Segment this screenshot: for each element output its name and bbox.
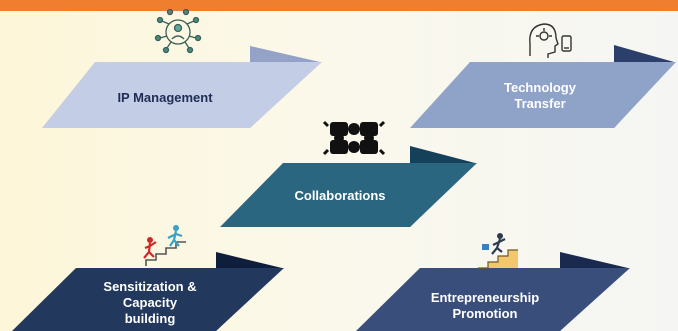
label-collaborations: Collaborations xyxy=(265,188,415,204)
arrow-collaborations xyxy=(220,146,477,227)
arrow-body-technology-transfer xyxy=(410,62,676,128)
label-sensitization: Sensitization & Capacity building xyxy=(70,279,230,327)
arrow-entrepreneurship xyxy=(356,252,630,331)
arrow-body-entrepreneurship xyxy=(356,268,630,331)
arrow-sensitization xyxy=(12,252,284,331)
arrow-body-collaborations xyxy=(220,163,477,227)
label-line: Sensitization & xyxy=(103,279,197,294)
arrow-body-sensitization xyxy=(12,268,284,331)
climbing-people-icon xyxy=(143,225,186,266)
stairs-runner-icon xyxy=(478,233,518,269)
label-line: Transfer xyxy=(514,96,566,111)
arrow-body-ip-management xyxy=(42,62,322,128)
head-phone-icon xyxy=(529,23,572,58)
label-entrepreneurship: Entrepreneurship Promotion xyxy=(410,290,560,322)
label-line: Capacity xyxy=(122,295,178,310)
label-line: building xyxy=(124,311,176,326)
arrow-ip-management xyxy=(42,46,322,128)
handshake-puzzle-icon xyxy=(322,120,386,156)
label-line: Entrepreneurship xyxy=(430,290,540,305)
label-line: Promotion xyxy=(452,306,518,321)
label-line: Technology xyxy=(504,80,576,95)
network-people-icon xyxy=(154,8,202,54)
label-ip-management: IP Management xyxy=(95,90,235,106)
label-technology-transfer: Technology Transfer xyxy=(470,80,610,112)
label-line: Collaborations xyxy=(294,188,386,203)
top-accent-bar xyxy=(0,0,678,11)
arrow-technology-transfer xyxy=(410,45,676,128)
label-line: IP Management xyxy=(117,90,213,105)
